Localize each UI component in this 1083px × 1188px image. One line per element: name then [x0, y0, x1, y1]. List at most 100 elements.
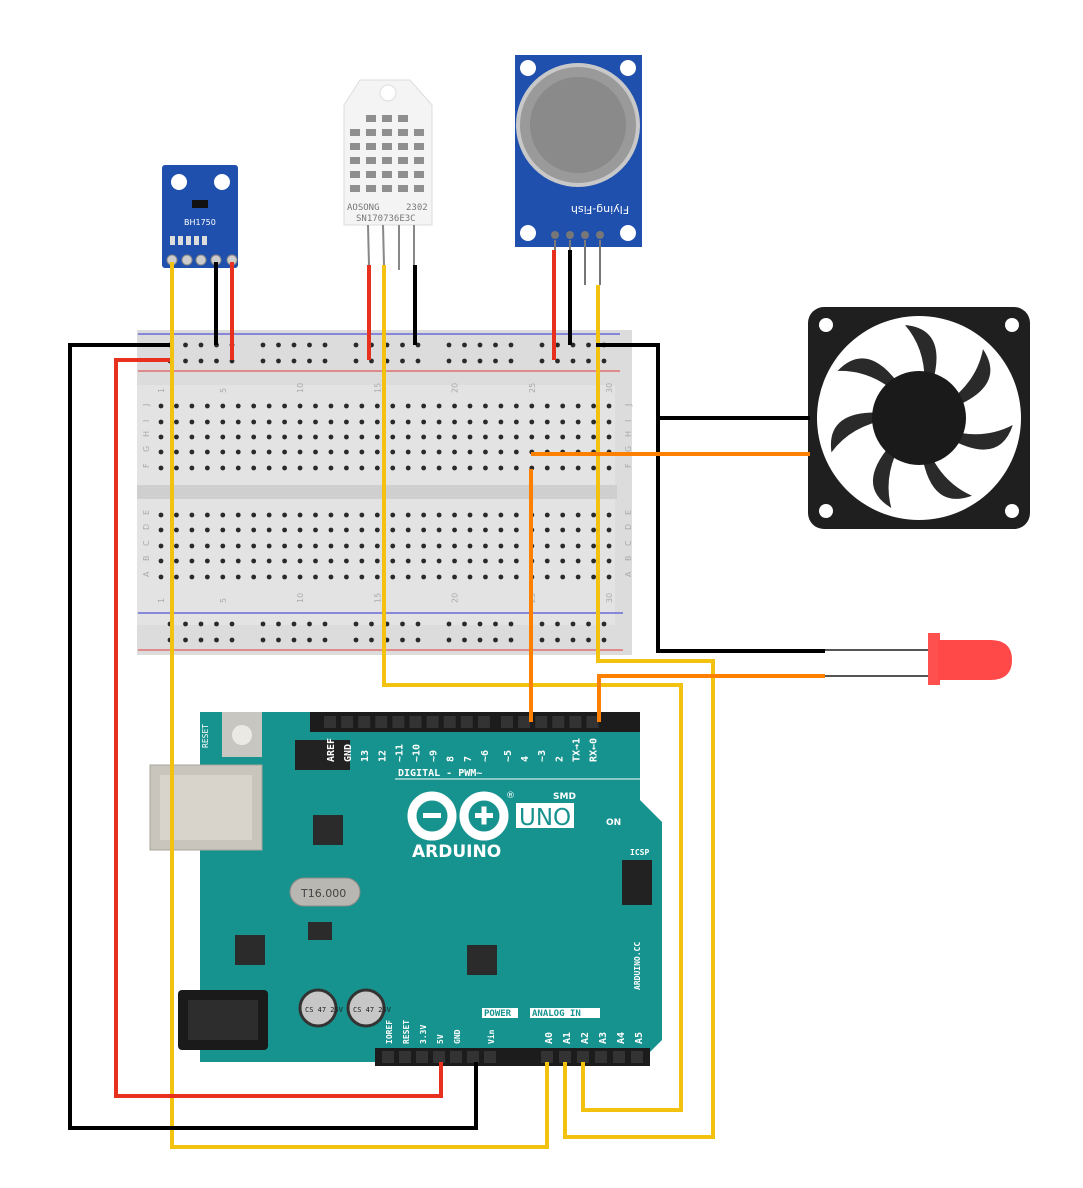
digital-pin-label: 7: [463, 756, 474, 762]
breadboard-hole: [513, 543, 519, 549]
breadboard-hole: [359, 512, 365, 518]
power-pin-socket: [399, 1051, 411, 1063]
breadboard-hole: [158, 543, 164, 549]
breadboard-hole: [251, 449, 257, 455]
breadboard-hole: [436, 449, 442, 455]
rail-hole: [555, 637, 560, 643]
rail-hole: [322, 342, 328, 348]
wire-vcc-rail-to-arduino-red: [114, 358, 443, 1098]
rail-hole: [415, 621, 421, 627]
breadboard-hole: [282, 403, 287, 409]
row-letter: I: [142, 420, 151, 422]
breadboard-hole: [174, 403, 179, 409]
rail-hole: [508, 637, 514, 643]
rail-hole: [307, 621, 312, 627]
rail-hole: [462, 637, 467, 643]
analog-pin-socket: [559, 1051, 571, 1063]
breadboard-hole: [158, 558, 164, 564]
rail-hole: [508, 342, 514, 348]
breadboard-hole: [575, 543, 581, 549]
dht22-vent: [382, 157, 392, 164]
mq-pin: [566, 231, 574, 239]
breadboard-hole: [560, 419, 566, 425]
breadboard-hole: [251, 465, 257, 471]
breadboard-hole: [344, 512, 349, 518]
breadboard-hole: [374, 403, 380, 409]
analog-pin-label: A4: [616, 1032, 627, 1044]
breadboard-hole: [390, 434, 396, 440]
breadboard-hole: [235, 403, 241, 409]
column-number: 1: [157, 598, 166, 603]
breadboard-hole: [328, 512, 334, 518]
wire-bh1750-sda-yellow: [170, 262, 549, 1149]
analog-pin-socket: [541, 1051, 553, 1063]
breadboard-hole: [174, 465, 179, 471]
breadboard-hole: [436, 558, 442, 564]
crystal-label: T16.000: [300, 887, 346, 900]
breadboard-hole: [220, 419, 226, 425]
dht22-vent: [398, 171, 408, 178]
breadboard-hole: [498, 403, 504, 409]
wire-gnd-rail-to-fan-led-black: [596, 343, 825, 653]
breadboard-hole: [282, 419, 287, 425]
power-pin-socket: [467, 1051, 479, 1063]
row-letter: D: [624, 524, 633, 530]
dht22-vent: [350, 185, 360, 192]
digital-pin-label: ~9: [429, 750, 440, 762]
breadboard-hole: [266, 574, 272, 580]
column-number: 30: [605, 383, 614, 393]
breadboard-hole: [405, 574, 411, 580]
breadboard-hole: [235, 449, 241, 455]
breadboard-hole: [498, 434, 504, 440]
breadboard-hole: [560, 558, 566, 564]
breadboard-hole: [235, 512, 241, 518]
bh1750-pin: [181, 254, 193, 266]
rail-hole: [183, 637, 188, 643]
breadboard-hole: [189, 434, 195, 440]
digital-pin-label: ~6: [480, 750, 491, 762]
breadboard-hole: [189, 512, 195, 518]
arduino-brand: ARDUINO: [412, 842, 501, 862]
bh1750-label: BH1750: [184, 218, 216, 227]
rail-hole: [586, 342, 591, 348]
rail-hole: [570, 358, 576, 364]
dht22-vent: [382, 171, 392, 178]
breadboard-hole: [390, 419, 396, 425]
dht22-vent: [398, 115, 408, 122]
breadboard-hole: [483, 527, 488, 533]
breadboard-hole: [313, 403, 318, 409]
breadboard-hole: [174, 449, 179, 455]
rail-hole: [539, 342, 545, 348]
breadboard-hole: [266, 465, 272, 471]
rail-hole: [214, 637, 219, 643]
breadboard-hole: [266, 449, 272, 455]
breadboard-hole: [189, 465, 195, 471]
rail-hole: [508, 621, 514, 627]
breadboard-hole: [282, 527, 287, 533]
rail-hole: [260, 358, 266, 364]
breadboard-hole: [405, 403, 411, 409]
rail-hole: [555, 621, 560, 627]
dht22-vent: [350, 171, 360, 178]
breadboard-hole: [344, 434, 349, 440]
breadboard-hole: [452, 527, 457, 533]
breadboard-hole: [405, 558, 411, 564]
breadboard-hole: [467, 574, 473, 580]
breadboard-hole: [560, 512, 566, 518]
breadboard-hole: [282, 465, 287, 471]
rail-hole: [400, 358, 405, 364]
dht22-vent: [366, 185, 376, 192]
row-letter: B: [142, 556, 151, 562]
breadboard-hole: [498, 543, 504, 549]
digital-pin-socket: [409, 716, 422, 728]
column-number: 15: [373, 593, 382, 603]
breadboard-hole: [344, 403, 349, 409]
digital-pin-socket: [477, 716, 490, 728]
column-number: 15: [373, 383, 382, 393]
rail-hole: [307, 637, 312, 643]
row-letter: H: [624, 431, 633, 437]
breadboard-hole: [204, 512, 210, 518]
breadboard-hole: [266, 527, 272, 533]
breadboard-hole: [452, 574, 457, 580]
